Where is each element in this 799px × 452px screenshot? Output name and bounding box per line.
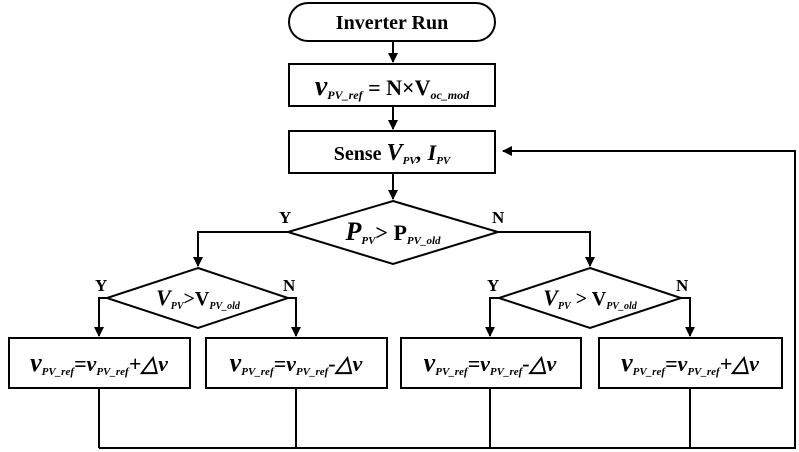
no-label-left: N bbox=[283, 276, 296, 295]
arrow-vr-yes bbox=[485, 297, 499, 337]
init-formula: vPV_ref = N×Voc_mod bbox=[315, 71, 470, 102]
voltage-decision-left: VPV>VPV_old Y N bbox=[95, 266, 296, 330]
action-box-3: vPV_ref=vPV_ref-△v bbox=[400, 337, 582, 389]
power-decision: PPV> PPV_old Y N bbox=[279, 199, 505, 266]
action-box-2: vPV_ref=vPV_ref-△v bbox=[205, 337, 388, 389]
sense-node: Sense VPV, IPV bbox=[288, 130, 496, 174]
arrow-p-no bbox=[498, 231, 595, 267]
yes-label-left: Y bbox=[95, 276, 107, 295]
voltage-decision-right: VPV > VPV_old Y N bbox=[487, 266, 689, 330]
arrow-p-yes bbox=[193, 231, 288, 267]
arrow-vr-no bbox=[681, 297, 695, 337]
action-3-formula: vPV_ref=vPV_ref-△v bbox=[424, 348, 557, 378]
no-label-right: N bbox=[676, 276, 689, 295]
action-1-formula: vPV_ref=vPV_ref+△v bbox=[30, 348, 168, 378]
start-node: Inverter Run bbox=[288, 2, 496, 42]
action-box-1: vPV_ref=vPV_ref+△v bbox=[8, 337, 191, 389]
return-loop-arrow bbox=[99, 146, 796, 449]
voltage-decision-right-label: VPV > VPV_old bbox=[543, 285, 638, 312]
sense-label: Sense VPV, IPV bbox=[334, 140, 452, 167]
action-2-formula: vPV_ref=vPV_ref-△v bbox=[230, 348, 363, 378]
arrow-vl-no bbox=[288, 297, 301, 337]
voltage-decision-left-label: VPV>VPV_old bbox=[156, 285, 241, 312]
yes-label-power: Y bbox=[279, 208, 291, 227]
arrow-vl-yes bbox=[94, 297, 107, 337]
init-node: vPV_ref = N×Voc_mod bbox=[288, 63, 496, 107]
action-box-4: vPV_ref=vPV_ref+△v bbox=[598, 337, 783, 389]
start-label: Inverter Run bbox=[336, 12, 448, 34]
action-4-formula: vPV_ref=vPV_ref+△v bbox=[621, 348, 759, 378]
power-decision-label: PPV> PPV_old bbox=[344, 217, 441, 247]
yes-label-right: Y bbox=[487, 276, 499, 295]
no-label-power: N bbox=[492, 208, 505, 227]
